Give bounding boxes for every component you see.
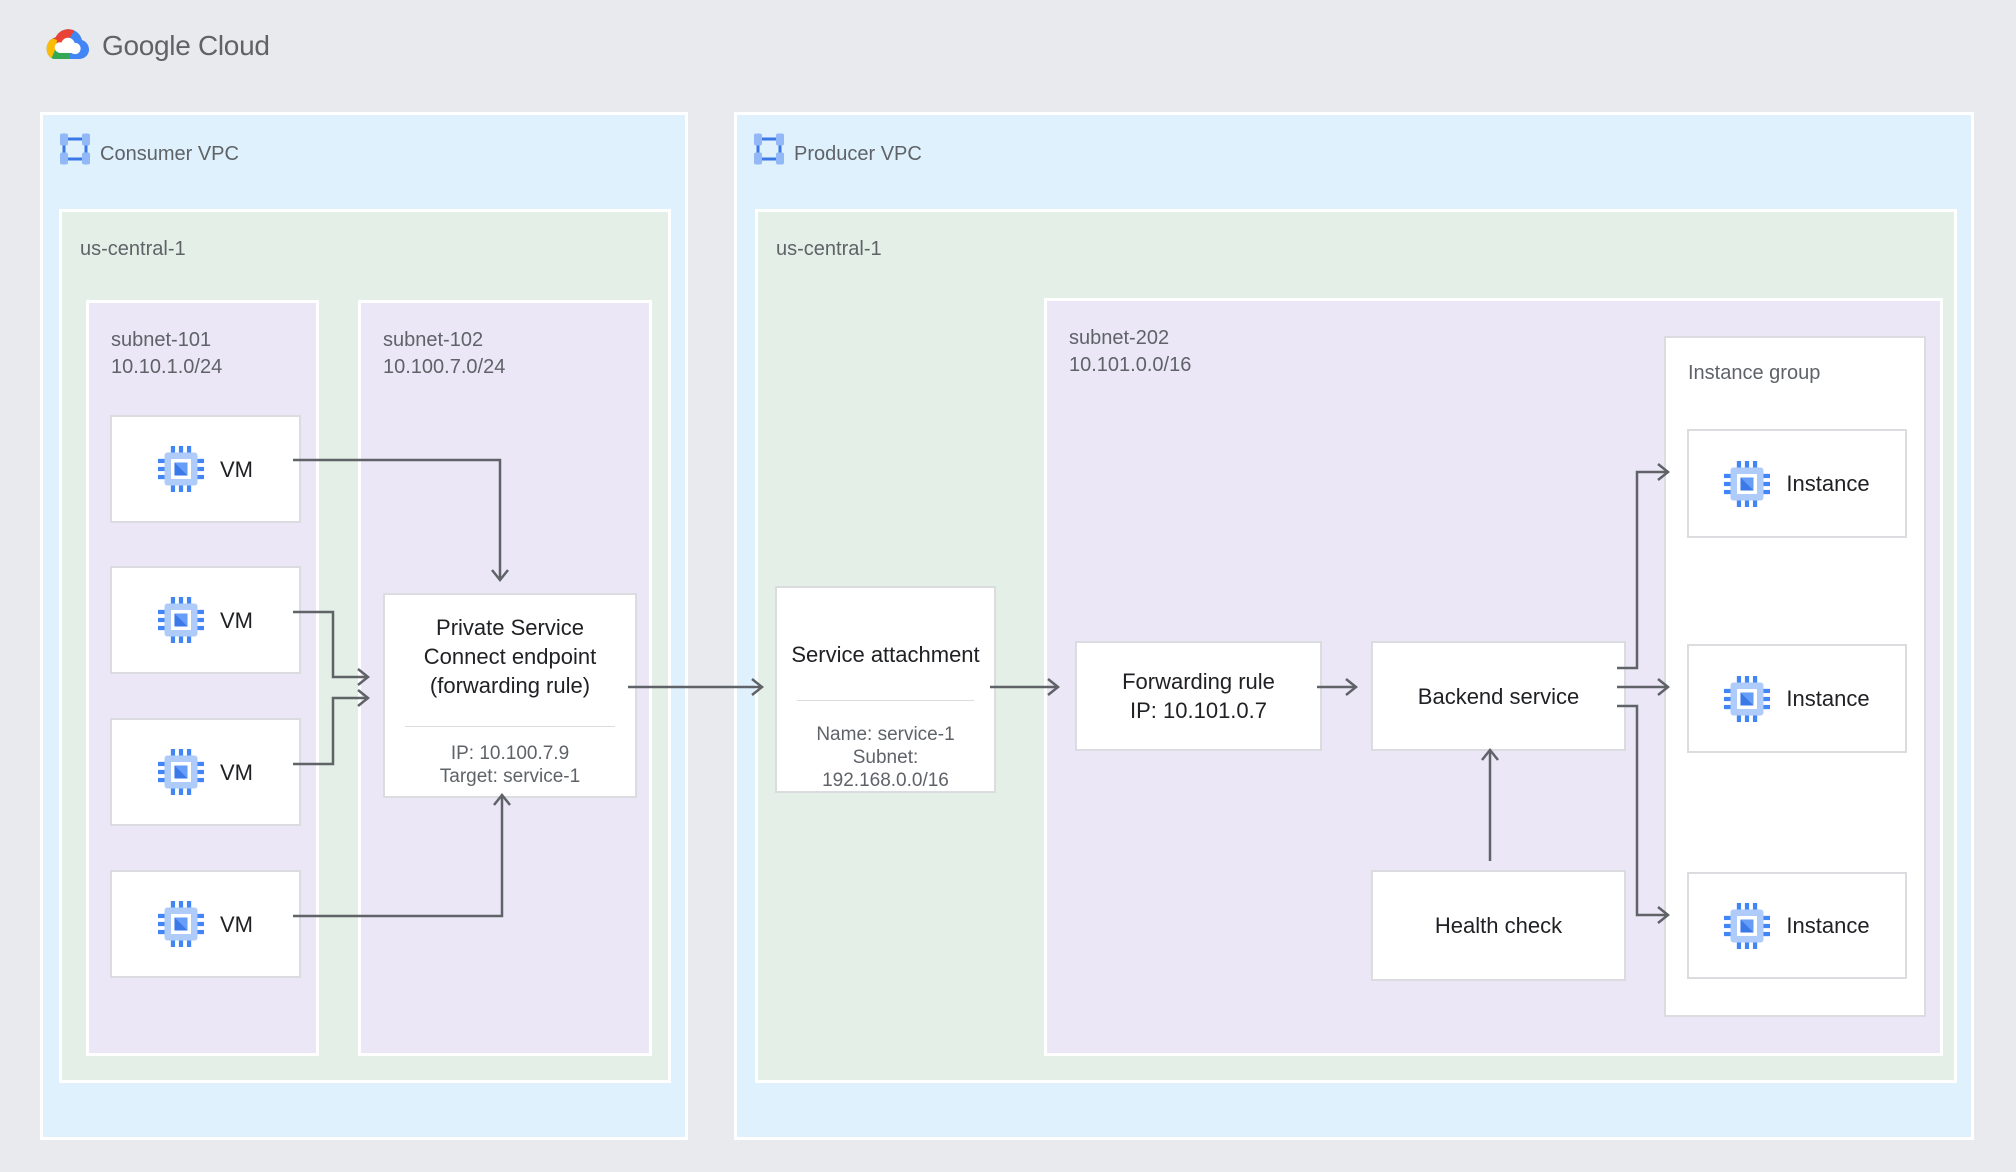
producer-region-container: us-central-1 Service attachment Name: se… <box>755 209 1957 1083</box>
google-cloud-logo-icon <box>42 26 92 66</box>
instance-label: Instance <box>1786 913 1870 938</box>
instance-group-label: Instance group <box>1688 362 1821 384</box>
producer-vpc-container: Producer VPC us-central-1 Service attach… <box>734 112 1974 1140</box>
vm-label: VM <box>220 911 253 937</box>
instance-label: Instance <box>1786 686 1870 711</box>
consumer-vpc-label: Consumer VPC <box>100 143 239 165</box>
subnet-102-label: subnet-102 10.100.7.0/24 <box>383 329 506 378</box>
health-check-node: Health check <box>1371 870 1626 981</box>
subnet-202-container: subnet-202 10.101.0.0/16 Forwarding rule… <box>1044 298 1943 1056</box>
subnet-101-label: subnet-101 10.10.1.0/24 <box>111 329 223 378</box>
backend-service-node: Backend service <box>1371 641 1626 751</box>
vpc-network-icon <box>753 132 785 166</box>
instance-label: Instance <box>1786 471 1870 496</box>
compute-engine-icon <box>1724 902 1771 949</box>
compute-engine-icon <box>1724 675 1771 722</box>
forwarding-rule-node: Forwarding rule IP: 10.101.0.7 <box>1075 641 1322 751</box>
subnet-202-label: subnet-202 10.101.0.0/16 <box>1069 327 1192 376</box>
service-attachment-node: Service attachment Name: service-1 Subne… <box>775 586 996 793</box>
vm-label: VM <box>220 456 253 482</box>
forwarding-rule-ip: IP: 10.101.0.7 <box>1130 698 1267 723</box>
subnet-101-container: subnet-101 10.10.1.0/24 <box>86 300 319 1056</box>
compute-engine-icon <box>1724 460 1771 507</box>
compute-engine-icon <box>158 597 204 643</box>
instance-node-3: Instance <box>1687 872 1907 979</box>
compute-engine-icon <box>158 901 204 947</box>
forwarding-rule-title: Forwarding rule <box>1122 669 1275 694</box>
health-check-title: Health check <box>1434 913 1563 938</box>
consumer-vpc-container: Consumer VPC us-central-1 subnet-101 10.… <box>40 112 688 1140</box>
vm-node-2: VM <box>110 566 301 674</box>
vm-node-3: VM <box>110 718 301 826</box>
psc-endpoint-target: Target: service-1 <box>439 766 581 787</box>
instance-node-2: Instance <box>1687 644 1907 753</box>
compute-engine-icon <box>158 446 204 492</box>
vm-label: VM <box>220 759 253 785</box>
google-cloud-logo: Google Cloud <box>42 24 270 68</box>
producer-region-label: us-central-1 <box>776 238 882 260</box>
divider <box>405 726 615 727</box>
google-cloud-logo-text: Google Cloud <box>102 30 270 61</box>
vm-node-1: VM <box>110 415 301 523</box>
vpc-network-icon <box>59 132 91 166</box>
service-attachment-subnet-cidr: 192.168.0.0/16 <box>822 770 949 791</box>
consumer-region-container: us-central-1 subnet-101 10.10.1.0/24 <box>59 209 671 1083</box>
service-attachment-subnet-label: Subnet: <box>852 747 919 768</box>
vm-node-4: VM <box>110 870 301 978</box>
service-attachment-name: Name: service-1 <box>816 724 955 745</box>
divider <box>797 700 974 701</box>
subnet-102-container: subnet-102 10.100.7.0/24 Private Service… <box>358 300 652 1056</box>
compute-engine-icon <box>158 749 204 795</box>
vm-label: VM <box>220 607 253 633</box>
backend-service-title: Backend service <box>1417 683 1580 709</box>
instance-group-container: Instance group <box>1664 336 1926 1017</box>
instance-node-1: Instance <box>1687 429 1907 538</box>
service-attachment-title: Service attachment <box>791 642 980 667</box>
psc-endpoint-title: Private Service Connect endpoint (forwar… <box>423 615 597 698</box>
psc-endpoint-node: Private Service Connect endpoint (forwar… <box>383 593 637 798</box>
consumer-region-label: us-central-1 <box>80 238 186 260</box>
producer-vpc-label: Producer VPC <box>794 143 922 165</box>
psc-endpoint-ip: IP: 10.100.7.9 <box>450 743 570 764</box>
